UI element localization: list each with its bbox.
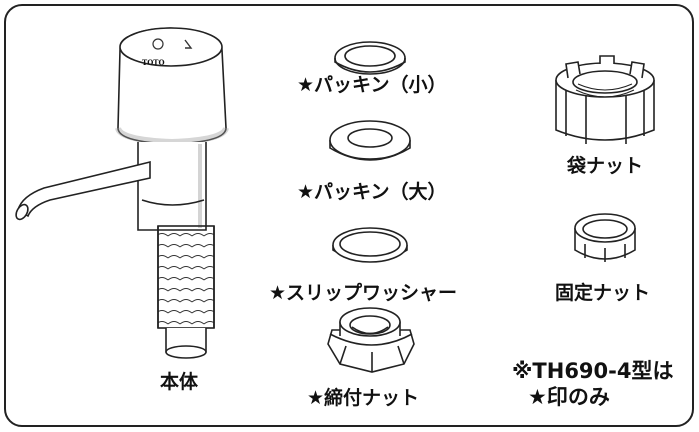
label-fixing-nut: 固定ナット [555,282,651,304]
label-bag-nut: 袋ナット [567,155,644,177]
label-packing-small: ★パッキン（小） [297,74,447,96]
model-note: ※TH690-4型は ★印のみ [512,358,673,411]
bag-nut-drawing [555,55,655,144]
model-note-line2: ★印のみ [528,385,610,410]
slip-washer-drawing [332,227,408,263]
toto-logo: TOTO [142,58,165,67]
tightening-nut-drawing [327,307,415,373]
fixing-nut-drawing [574,213,636,262]
faucet-body-drawing [15,27,229,359]
cap-marks [152,38,193,50]
model-note-line1: ※TH690-4型は [512,359,674,383]
label-packing-large: ★パッキン（大） [297,181,447,203]
label-tightening-nut: ★締付ナット [307,387,420,409]
diagram-frame [4,4,694,427]
label-slip-washer: ★スリップワッシャー [269,282,458,304]
packing-large-drawing [329,120,411,161]
label-body: 本体 [160,371,199,393]
packing-small-drawing [334,41,406,75]
